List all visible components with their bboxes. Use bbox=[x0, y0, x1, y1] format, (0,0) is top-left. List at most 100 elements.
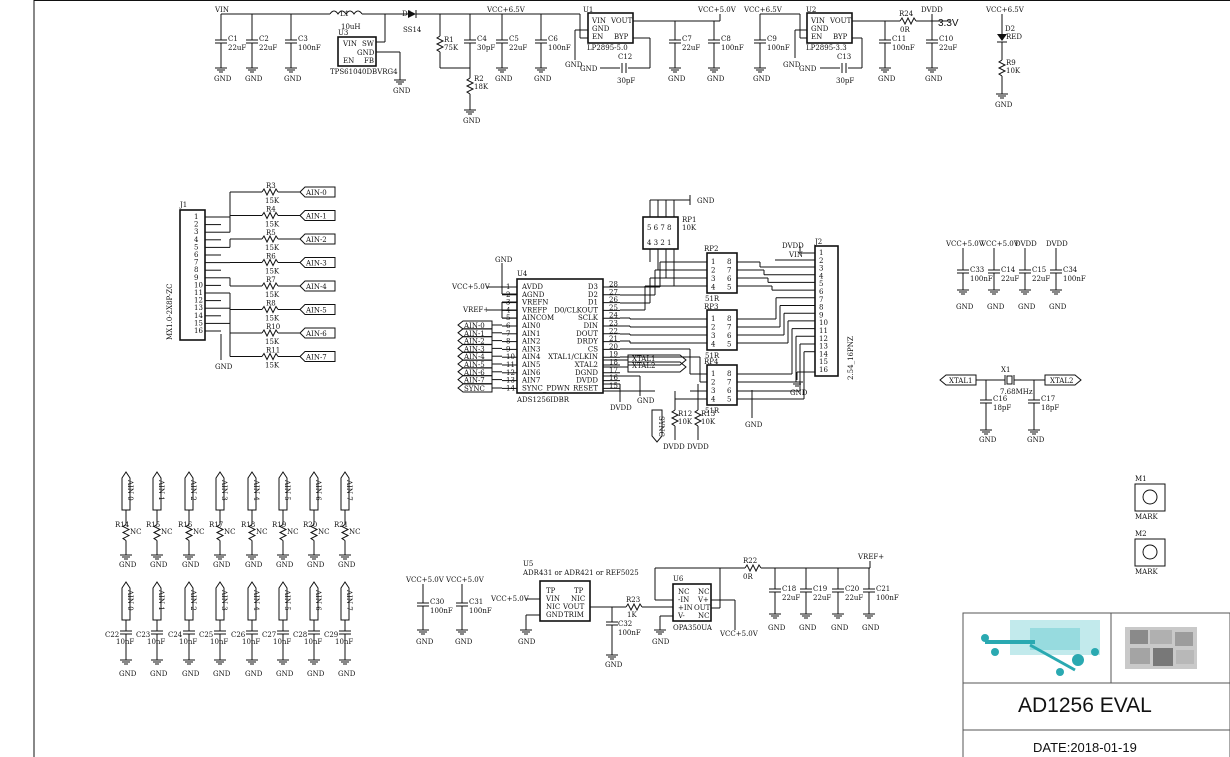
svg-text:VOUT: VOUT bbox=[562, 603, 585, 611]
rp-pin-number: 2 bbox=[711, 379, 715, 387]
j2-pin-number: 4 bbox=[819, 272, 824, 280]
svg-text:RED: RED bbox=[1006, 33, 1022, 41]
gnd-label: GND bbox=[214, 75, 232, 83]
svg-text:ADR431 or ADR421 or REF5025: ADR431 or ADR421 or REF5025 bbox=[522, 569, 639, 577]
u4-pin-name: AIN2 bbox=[521, 338, 540, 346]
svg-text:GND: GND bbox=[592, 25, 610, 33]
svg-text:DVDD: DVDD bbox=[1046, 240, 1068, 248]
j1-pin-number: 5 bbox=[194, 243, 198, 251]
gnd-label: GND bbox=[276, 561, 294, 569]
net-flag bbox=[299, 351, 336, 362]
j1-pin-number: 11 bbox=[194, 289, 203, 297]
svg-text:GND: GND bbox=[652, 638, 670, 646]
res-value: NC bbox=[130, 528, 141, 536]
j2-pin-number: 15 bbox=[819, 358, 828, 366]
net-flag bbox=[299, 304, 336, 315]
blurred-qr-code bbox=[1125, 627, 1197, 669]
svg-text:J1: J1 bbox=[179, 201, 187, 209]
cap-value: 22uF bbox=[1032, 275, 1050, 283]
gnd-label: GND bbox=[831, 624, 849, 632]
svg-text:XTAL1: XTAL1 bbox=[632, 355, 655, 363]
svg-text:VIN: VIN bbox=[810, 17, 825, 25]
svg-text:0R: 0R bbox=[900, 26, 910, 34]
svg-text:X1: X1 bbox=[1001, 366, 1010, 374]
res-value: NC bbox=[318, 528, 329, 536]
svg-text:R2: R2 bbox=[474, 75, 484, 83]
svg-text:100nF: 100nF bbox=[721, 44, 744, 52]
u4-pin-name: XTAL2 bbox=[575, 361, 598, 369]
u4-pin-name: DRDY bbox=[577, 338, 598, 346]
svg-text:22uF: 22uF bbox=[939, 44, 957, 52]
gnd-label: GND bbox=[119, 670, 137, 678]
svg-text:LP2895-5.0: LP2895-5.0 bbox=[587, 44, 628, 52]
svg-text:100nF: 100nF bbox=[892, 44, 915, 52]
svg-text:10uH: 10uH bbox=[341, 23, 361, 31]
svg-text:VIN: VIN bbox=[545, 595, 560, 603]
svg-text:-IN: -IN bbox=[678, 596, 689, 604]
svg-text:10K: 10K bbox=[678, 418, 693, 426]
cap-ref: C23 bbox=[136, 631, 150, 639]
resistor-zigzag bbox=[340, 524, 350, 541]
svg-text:XTAL2: XTAL2 bbox=[632, 362, 655, 370]
svg-text:DVDD: DVDD bbox=[610, 404, 632, 412]
svg-text:VCC+6.5V: VCC+6.5V bbox=[985, 6, 1025, 14]
cap-value: 10nF bbox=[147, 638, 165, 646]
cap-ref: C19 bbox=[813, 585, 827, 593]
svg-text:GND: GND bbox=[455, 638, 473, 646]
net-flag-label: AIN-2 bbox=[189, 479, 197, 501]
svg-text:GND: GND bbox=[580, 65, 598, 73]
cap-c3 bbox=[285, 14, 297, 68]
net-flag bbox=[309, 581, 319, 621]
j1-pin-number: 13 bbox=[194, 304, 203, 312]
cap-ref: C20 bbox=[845, 585, 859, 593]
svg-text:VREF+: VREF+ bbox=[857, 553, 884, 561]
resistor-zigzag bbox=[309, 524, 319, 541]
res-value: NC bbox=[287, 528, 298, 536]
res-value: 15K bbox=[265, 315, 280, 323]
net-flag-label: AIN-5 bbox=[463, 361, 485, 369]
svg-text:C13: C13 bbox=[837, 53, 851, 61]
gnd-label: GND bbox=[213, 670, 231, 678]
u4-pin-number: 26 bbox=[609, 296, 618, 304]
svg-text:18K: 18K bbox=[474, 83, 489, 91]
svg-text:GND: GND bbox=[790, 389, 808, 397]
j1-pin-number: 6 bbox=[194, 251, 199, 259]
svg-text:10K: 10K bbox=[682, 224, 697, 232]
rp-pin-number: 4 bbox=[711, 396, 716, 404]
svg-text:C17: C17 bbox=[1041, 395, 1055, 403]
net-flag bbox=[309, 471, 319, 511]
net-flag-label: AIN-4 bbox=[305, 283, 327, 291]
u4-pin-name: AGND bbox=[521, 291, 545, 299]
gnd-label: GND bbox=[768, 624, 786, 632]
ic-u3 bbox=[337, 36, 377, 67]
cap-value: 10nF bbox=[179, 638, 197, 646]
j1-pin-number: 12 bbox=[194, 297, 203, 305]
svg-text:C4: C4 bbox=[477, 35, 487, 43]
rp-pin-number: 4 bbox=[711, 284, 716, 292]
rp-pin-number: 5 bbox=[727, 284, 731, 292]
svg-text:SW: SW bbox=[362, 40, 375, 48]
u4-pin-name: DGND bbox=[575, 369, 598, 377]
svg-text:0R: 0R bbox=[743, 573, 753, 581]
svg-text:R24: R24 bbox=[899, 10, 914, 18]
net-flag-label: AIN-4 bbox=[252, 479, 260, 501]
svg-text:C5: C5 bbox=[509, 35, 519, 43]
resistor-zigzag bbox=[184, 524, 194, 541]
net-flag bbox=[184, 581, 194, 621]
svg-text:GND: GND bbox=[416, 638, 434, 646]
gnd-label: GND bbox=[119, 561, 137, 569]
net-flag bbox=[152, 581, 162, 621]
rp4 bbox=[706, 364, 738, 406]
svg-text:51R: 51R bbox=[705, 295, 720, 303]
rp-pin-number: 8 bbox=[727, 258, 731, 266]
rp-pin-number: 6 bbox=[727, 275, 732, 283]
cap-c9 bbox=[754, 14, 766, 68]
rp-pin-number: 3 bbox=[711, 332, 715, 340]
resistor-zigzag bbox=[215, 524, 225, 541]
u4-pin-name: D2 bbox=[588, 291, 598, 299]
svg-text:VCC+5.0V: VCC+5.0V bbox=[719, 630, 759, 638]
svg-text:VREF+: VREF+ bbox=[462, 306, 489, 314]
svg-text:100nF: 100nF bbox=[430, 607, 453, 615]
res-value: 15K bbox=[265, 362, 280, 370]
svg-text:EN: EN bbox=[592, 33, 603, 41]
